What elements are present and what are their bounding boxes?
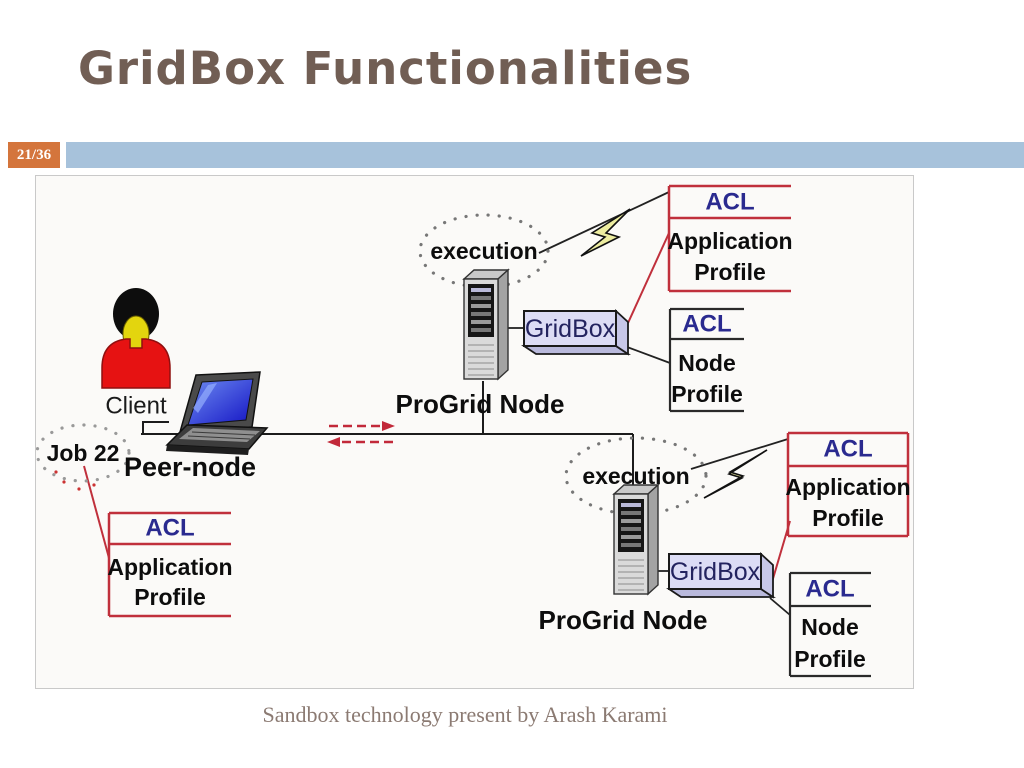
acl-line2: Profile — [794, 646, 866, 672]
acl-app-profile-box-bottom-right: ACL Application Profile — [785, 431, 911, 538]
progrid-server-icon-1 — [463, 269, 509, 380]
acl-title: ACL — [705, 189, 754, 216]
acl-node-profile-box-bottom-right: ACL Node Profile — [788, 571, 871, 678]
acl-node-profile-box-top-right: ACL Node Profile — [668, 307, 744, 413]
progrid-server-icon-2 — [613, 484, 659, 595]
network-lines — [141, 381, 634, 494]
job-label: Job 22 — [47, 440, 120, 466]
execution-label-2: execution — [582, 463, 689, 489]
progrid-node-label-1: ProGrid Node — [395, 389, 564, 419]
execution-label-1: execution — [430, 238, 537, 264]
architecture-diagram: GridBox GridBox ACL — [35, 175, 914, 689]
execution-cloud-1 — [418, 213, 550, 289]
page-title: GridBox Functionalities — [78, 42, 693, 95]
footer-credit: Sandbox technology present by Arash Kara… — [262, 702, 668, 727]
client-person-icon — [101, 288, 171, 389]
acl-title: ACL — [823, 436, 872, 463]
acl-line2: Profile — [812, 505, 884, 531]
gridbox-label-2: GridBox — [670, 558, 761, 586]
acl-title: ACL — [682, 311, 731, 338]
acl-title: ACL — [145, 515, 194, 542]
gridbox-label-1: GridBox — [525, 315, 616, 343]
execution-cloud-2 — [564, 436, 708, 516]
peer-node-label: Peer-node — [124, 452, 256, 482]
acl-line2: Profile — [694, 259, 766, 285]
client-label: Client — [105, 393, 167, 420]
acl-line1: Node — [801, 614, 859, 640]
laptop-icon — [165, 371, 269, 455]
acl-line1: Application — [107, 554, 232, 580]
job-cloud — [35, 423, 131, 491]
acl-line1: Application — [667, 228, 792, 254]
acl-line1: Node — [678, 350, 736, 376]
lightning-bolt-icon-1 — [580, 208, 631, 257]
acl-line2: Profile — [134, 584, 206, 610]
page-number-badge: 21/36 — [8, 142, 60, 168]
acl-title: ACL — [805, 576, 854, 603]
acl-app-profile-box-left: ACL Application Profile — [107, 511, 233, 618]
data-transfer-arrows — [327, 421, 395, 447]
title-divider-bar — [66, 142, 1024, 168]
acl-app-profile-box-top-right: ACL Application Profile — [667, 184, 793, 293]
acl-line2: Profile — [671, 381, 743, 407]
progrid-node-label-2: ProGrid Node — [538, 605, 707, 635]
lightning-bolt-icon-2 — [703, 449, 768, 499]
diagram-canvas: GridBox GridBox ACL — [35, 184, 911, 678]
acl-line1: Application — [785, 474, 910, 500]
